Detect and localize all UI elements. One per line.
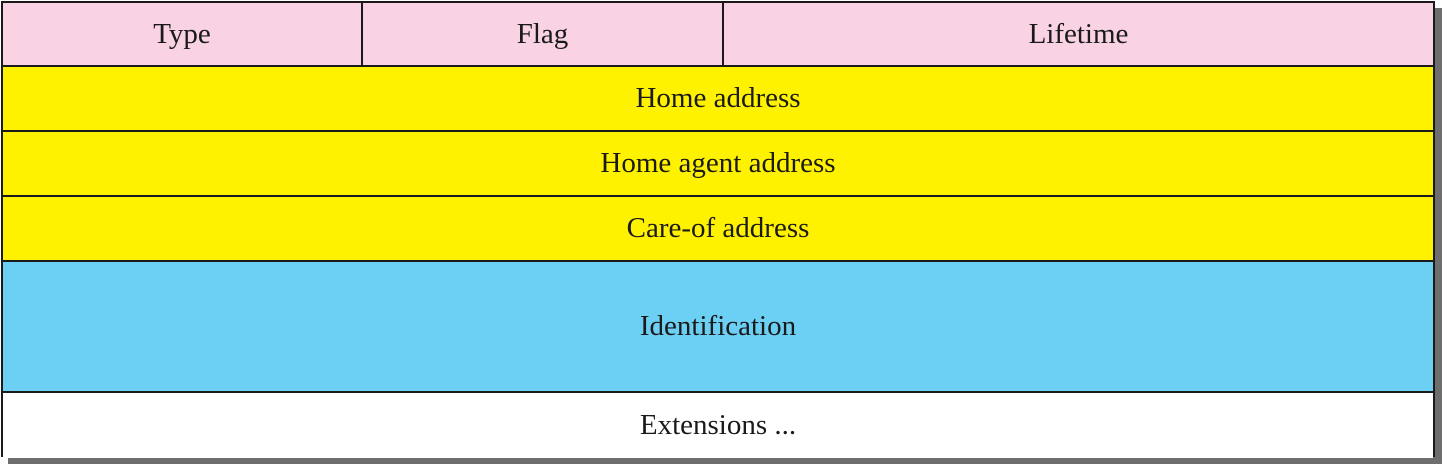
- field-extensions: Extensions ...: [3, 393, 1433, 458]
- field-identification: Identification: [3, 262, 1433, 391]
- field-flag: Flag: [363, 3, 724, 65]
- field-lifetime: Lifetime: [724, 3, 1433, 65]
- packet-format-diagram: Type Flag Lifetime Home address Home age…: [1, 1, 1435, 458]
- field-type: Type: [3, 3, 363, 65]
- extensions-row: Extensions ...: [3, 393, 1433, 458]
- home-address-row: Home address: [3, 67, 1433, 132]
- field-care-of-address: Care-of address: [3, 197, 1433, 260]
- field-home-address: Home address: [3, 67, 1433, 130]
- home-agent-address-row: Home agent address: [3, 132, 1433, 197]
- field-home-agent-address: Home agent address: [3, 132, 1433, 195]
- header-row: Type Flag Lifetime: [3, 3, 1433, 67]
- care-of-address-row: Care-of address: [3, 197, 1433, 262]
- identification-row: Identification: [3, 262, 1433, 393]
